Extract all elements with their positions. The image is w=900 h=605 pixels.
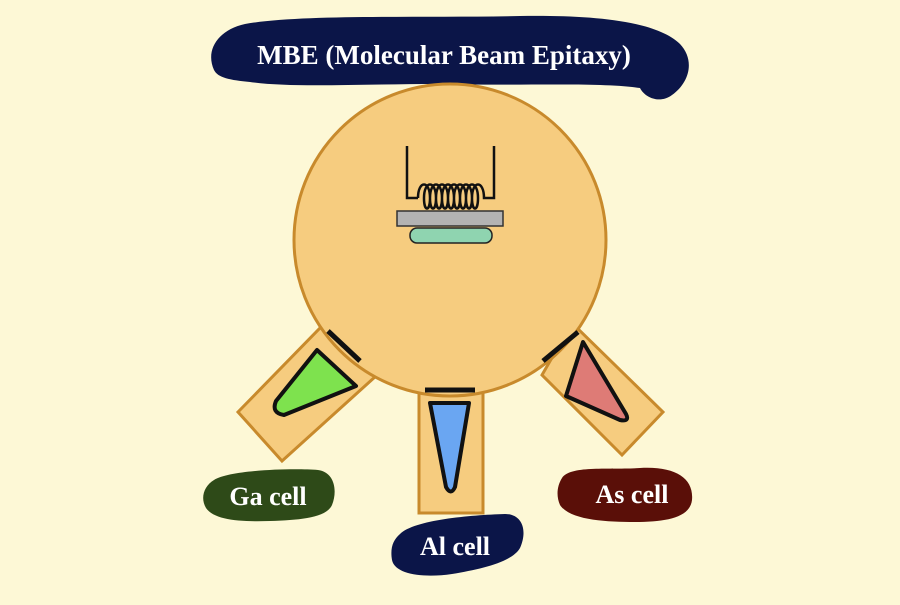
title-blob <box>211 15 689 100</box>
heater-coil-icon <box>405 146 496 210</box>
substrate-assembly <box>396 146 504 244</box>
title-group: MBE (Molecular Beam Epitaxy) <box>211 15 689 100</box>
al-cell <box>425 387 475 494</box>
al-cell-label: Al cell <box>420 532 490 561</box>
as-shutter <box>541 330 580 363</box>
al-label-blob <box>391 514 524 576</box>
ga-label-group: Ga cell <box>203 469 335 522</box>
as-label-blob <box>557 467 693 522</box>
as-cell <box>541 330 630 423</box>
ga-cell <box>272 329 362 417</box>
as-label-group: As cell <box>557 467 693 522</box>
ga-crucible <box>272 348 358 417</box>
al-crucible <box>428 401 471 494</box>
ga-cell-label: Ga cell <box>229 482 306 511</box>
ga-label-blob <box>203 469 335 522</box>
al-label-group: Al cell <box>391 514 524 576</box>
as-cell-label: As cell <box>596 480 669 509</box>
as-crucible <box>564 340 630 423</box>
ga-shutter <box>326 329 362 363</box>
diagram-title: MBE (Molecular Beam Epitaxy) <box>257 40 631 70</box>
substrate-wafer <box>409 227 493 244</box>
substrate-holder <box>396 210 504 227</box>
